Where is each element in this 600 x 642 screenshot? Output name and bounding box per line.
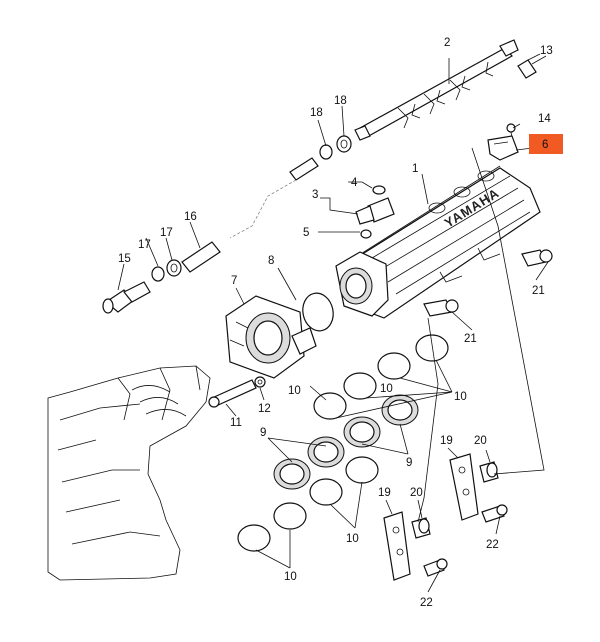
leader-lines bbox=[117, 55, 549, 593]
label-6: 6 bbox=[542, 139, 548, 151]
grommet-20-left bbox=[411, 517, 431, 539]
label-19-a: 19 bbox=[440, 435, 453, 447]
label-5: 5 bbox=[303, 227, 309, 239]
label-13: 13 bbox=[540, 45, 553, 57]
label-4: 4 bbox=[351, 177, 358, 189]
label-20-b: 20 bbox=[410, 487, 423, 499]
label-7: 7 bbox=[231, 275, 237, 287]
label-10-b: 10 bbox=[454, 391, 467, 403]
label-17-a: 17 bbox=[138, 239, 151, 251]
callout-labels: 1 2 3 4 5 6 7 8 9 9 10 10 10 10 10 11 12… bbox=[118, 37, 553, 609]
label-11: 11 bbox=[230, 417, 242, 429]
label-14: 14 bbox=[538, 113, 551, 125]
bracket-19-left bbox=[383, 511, 411, 581]
hose-16-upper bbox=[229, 157, 319, 239]
label-10-c: 10 bbox=[346, 533, 359, 545]
label-10-a: 10 bbox=[288, 385, 301, 397]
clamps-17 bbox=[151, 259, 182, 282]
sensor-6 bbox=[487, 135, 519, 161]
injector-3 bbox=[355, 185, 395, 225]
label-10-e: 10 bbox=[380, 383, 393, 395]
label-22-b: 22 bbox=[420, 597, 433, 609]
label-10-d: 10 bbox=[284, 571, 297, 583]
label-9-b: 9 bbox=[406, 457, 412, 469]
air-box bbox=[47, 365, 211, 581]
gasket-8 bbox=[302, 292, 334, 332]
bolt-13 bbox=[517, 53, 541, 79]
bolts-21 bbox=[423, 249, 553, 317]
label-22-a: 22 bbox=[486, 539, 499, 551]
label-2: 2 bbox=[444, 37, 450, 49]
label-17-b: 17 bbox=[160, 227, 173, 239]
o-rings-18 bbox=[319, 135, 352, 160]
hose-16-lower bbox=[181, 241, 221, 273]
label-9-a: 9 bbox=[260, 427, 266, 439]
label-21-b: 21 bbox=[464, 333, 477, 345]
washer-5 bbox=[360, 229, 372, 239]
clamps-10 bbox=[237, 334, 449, 552]
bracket-19-right bbox=[449, 453, 479, 521]
bolt-11 bbox=[208, 379, 257, 408]
intake-manifold: YAMAHA bbox=[335, 165, 541, 319]
label-19-b: 19 bbox=[378, 487, 391, 499]
bolt-22-left bbox=[423, 558, 448, 577]
grommet-20-right bbox=[479, 461, 499, 483]
label-18-b: 18 bbox=[334, 95, 347, 107]
label-20-a: 20 bbox=[474, 435, 487, 447]
label-1: 1 bbox=[412, 163, 418, 175]
label-3: 3 bbox=[312, 189, 318, 201]
label-12: 12 bbox=[258, 403, 271, 415]
joints-9 bbox=[273, 394, 419, 490]
throttle-body-7 bbox=[225, 295, 317, 379]
highlight-box-6 bbox=[529, 134, 563, 154]
label-8: 8 bbox=[268, 255, 274, 267]
label-21-a: 21 bbox=[532, 285, 545, 297]
label-16: 16 bbox=[184, 211, 197, 223]
bolt-22-right bbox=[481, 504, 508, 523]
washer-12 bbox=[254, 376, 266, 388]
connector-15 bbox=[102, 281, 151, 314]
label-18-a: 18 bbox=[310, 107, 323, 119]
label-15: 15 bbox=[118, 253, 131, 265]
fuel-rail bbox=[354, 39, 519, 141]
